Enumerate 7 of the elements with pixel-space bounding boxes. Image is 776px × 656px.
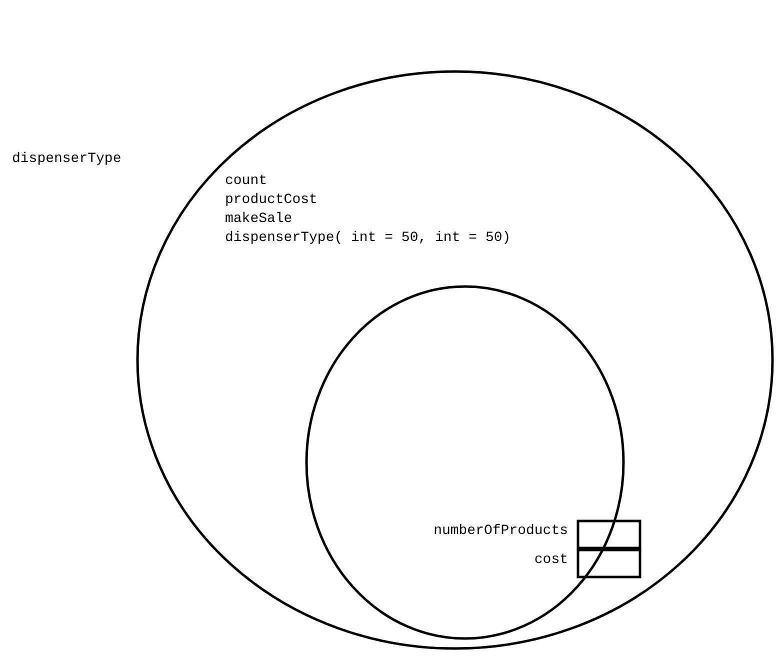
member-name: count — [225, 172, 268, 190]
member-name: makeSale — [225, 210, 292, 228]
field-name: numberOfProducts — [434, 522, 568, 540]
field-name: cost — [534, 551, 568, 569]
member-name: productCost — [225, 191, 318, 209]
class-name: dispenserType — [12, 150, 122, 168]
member-name: dispenserType( int = 50, int = 50) — [225, 229, 511, 247]
